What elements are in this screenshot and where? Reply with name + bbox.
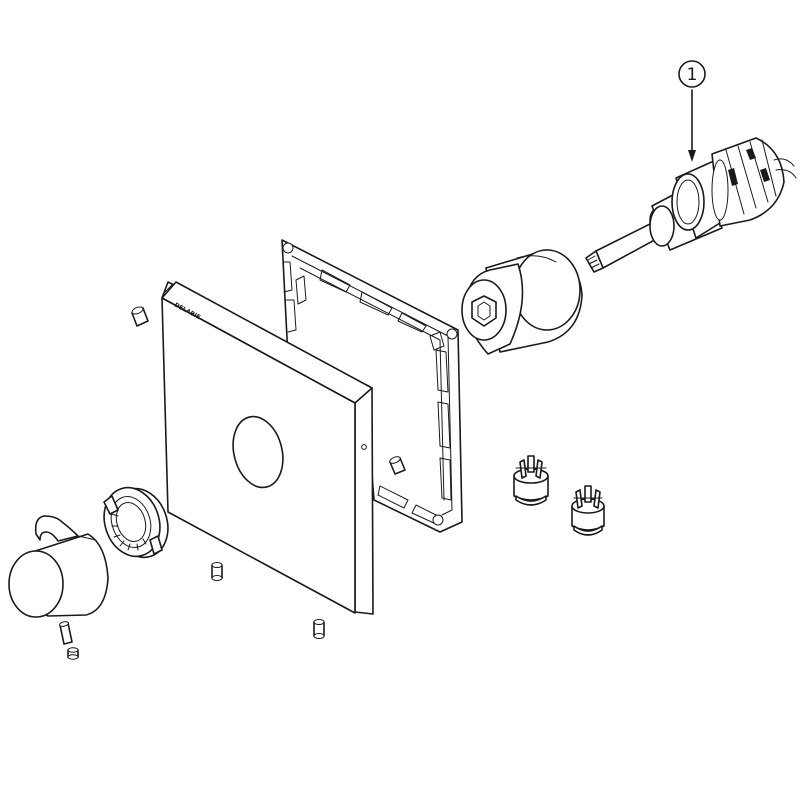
pin-upper-left — [131, 306, 149, 327]
check-valve-left — [513, 455, 549, 506]
knob-screw — [59, 621, 73, 645]
adapter-sleeve — [461, 249, 583, 355]
thermostatic-cartridge — [585, 137, 797, 273]
pin-bottom-right — [313, 619, 325, 639]
check-valve-right — [571, 485, 605, 536]
callout-label: 1 — [687, 65, 698, 85]
pin-bottom-center — [211, 562, 223, 581]
pin-behind-plate — [389, 456, 406, 475]
cover-plate: DELABIE — [161, 281, 374, 615]
callout-1: 1 — [678, 60, 706, 162]
knob-cap — [67, 647, 79, 660]
handle-knob — [8, 515, 109, 618]
adapter-ring — [103, 486, 169, 559]
